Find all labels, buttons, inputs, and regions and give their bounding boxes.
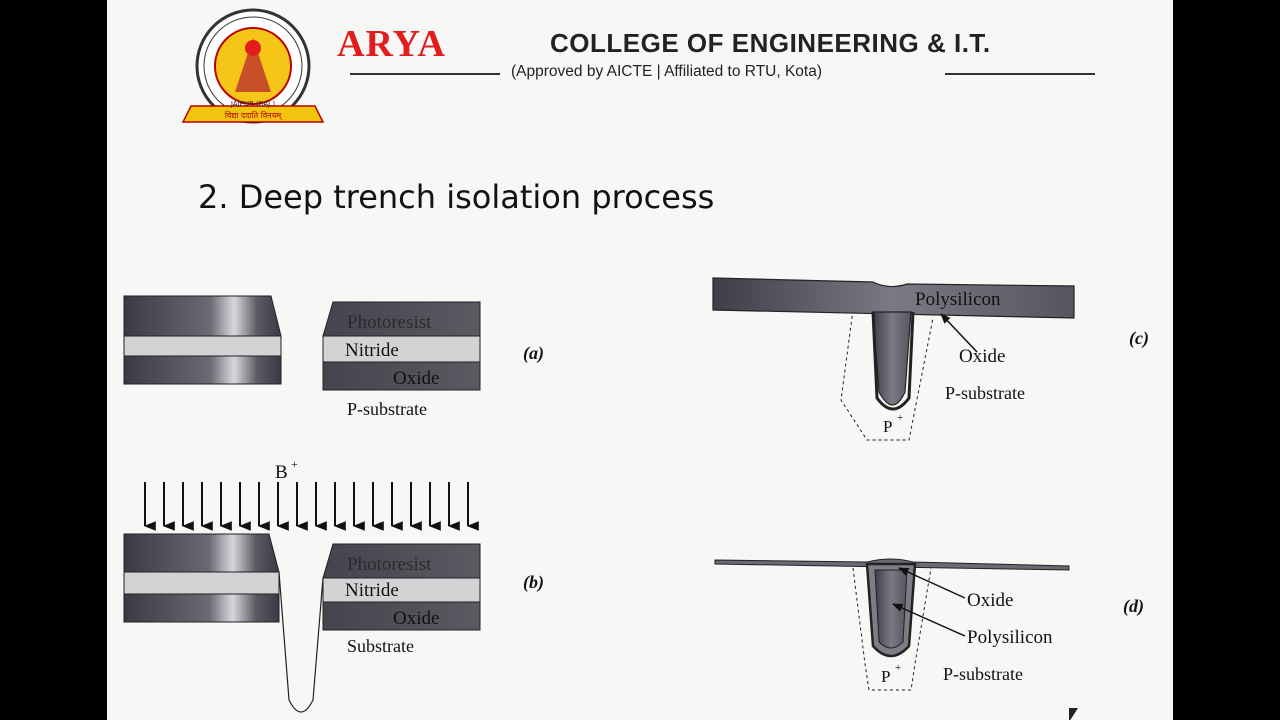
oxide-pointer-d bbox=[898, 567, 966, 599]
college-name: COLLEGE OF ENGINEERING & I.T. bbox=[550, 28, 991, 58]
label-implant-sup-b: + bbox=[291, 457, 298, 471]
label-substrate-d: P-substrate bbox=[943, 664, 1023, 684]
panel-tag-a: (a) bbox=[523, 343, 544, 364]
panel-b: B + bbox=[123, 457, 544, 713]
brand-name: ARYA bbox=[337, 23, 446, 65]
header-rule-left bbox=[350, 73, 500, 75]
label-nitride-b: Nitride bbox=[345, 580, 399, 601]
college-logo: JAIPUR (RAJ.) विद्या ददाति विनयम् bbox=[181, 8, 325, 124]
label-oxide-c: Oxide bbox=[959, 346, 1005, 367]
label-oxide-d: Oxide bbox=[967, 590, 1013, 611]
logo-motto-text: विद्या ददाति विनयम् bbox=[225, 110, 283, 121]
label-oxide-a: Oxide bbox=[393, 368, 439, 389]
label-oxide-b: Oxide bbox=[393, 608, 439, 629]
label-implant-b: B bbox=[275, 462, 288, 483]
label-photoresist-a: Photoresist bbox=[347, 312, 432, 333]
trench-isolation-diagram: Photoresist Nitride Oxide P-substrate (a… bbox=[123, 277, 1149, 713]
polysilicon-pointer-d bbox=[892, 603, 966, 637]
slide: JAIPUR (RAJ.) विद्या ददाति विनयम् ARYA C… bbox=[107, 0, 1173, 720]
panel-a: Photoresist Nitride Oxide P-substrate (a… bbox=[123, 295, 544, 419]
panel-tag-b: (b) bbox=[523, 572, 544, 593]
approval-text: (Approved by AICTE | Affiliated to RTU, … bbox=[511, 63, 823, 80]
panel-c: Polysilicon Oxide P-substrate P + (c) bbox=[712, 277, 1149, 441]
mouse-cursor-icon bbox=[1069, 708, 1078, 720]
label-substrate-a: P-substrate bbox=[347, 399, 427, 419]
label-substrate-b: Substrate bbox=[347, 636, 414, 656]
slide-title: 2. Deep trench isolation process bbox=[198, 178, 715, 216]
label-polysilicon-d: Polysilicon bbox=[967, 627, 1053, 648]
panel-tag-c: (c) bbox=[1129, 328, 1149, 349]
label-doping-d: P bbox=[881, 667, 890, 686]
label-doping-c: P bbox=[883, 417, 892, 436]
label-nitride-a: Nitride bbox=[345, 340, 399, 361]
logo-city-text: JAIPUR (RAJ.) bbox=[230, 100, 276, 108]
label-photoresist-b: Photoresist bbox=[347, 554, 432, 575]
label-substrate-c: P-substrate bbox=[945, 383, 1025, 403]
header-rule-right bbox=[945, 73, 1095, 75]
label-doping-sup-c: + bbox=[897, 412, 903, 424]
label-doping-sup-d: + bbox=[895, 662, 901, 674]
panel-tag-d: (d) bbox=[1123, 596, 1144, 617]
oxide-pointer-c bbox=[940, 313, 978, 353]
panel-d: Oxide Polysilicon P-substrate P + (d) bbox=[714, 558, 1144, 691]
label-polysilicon-c: Polysilicon bbox=[915, 289, 1001, 310]
